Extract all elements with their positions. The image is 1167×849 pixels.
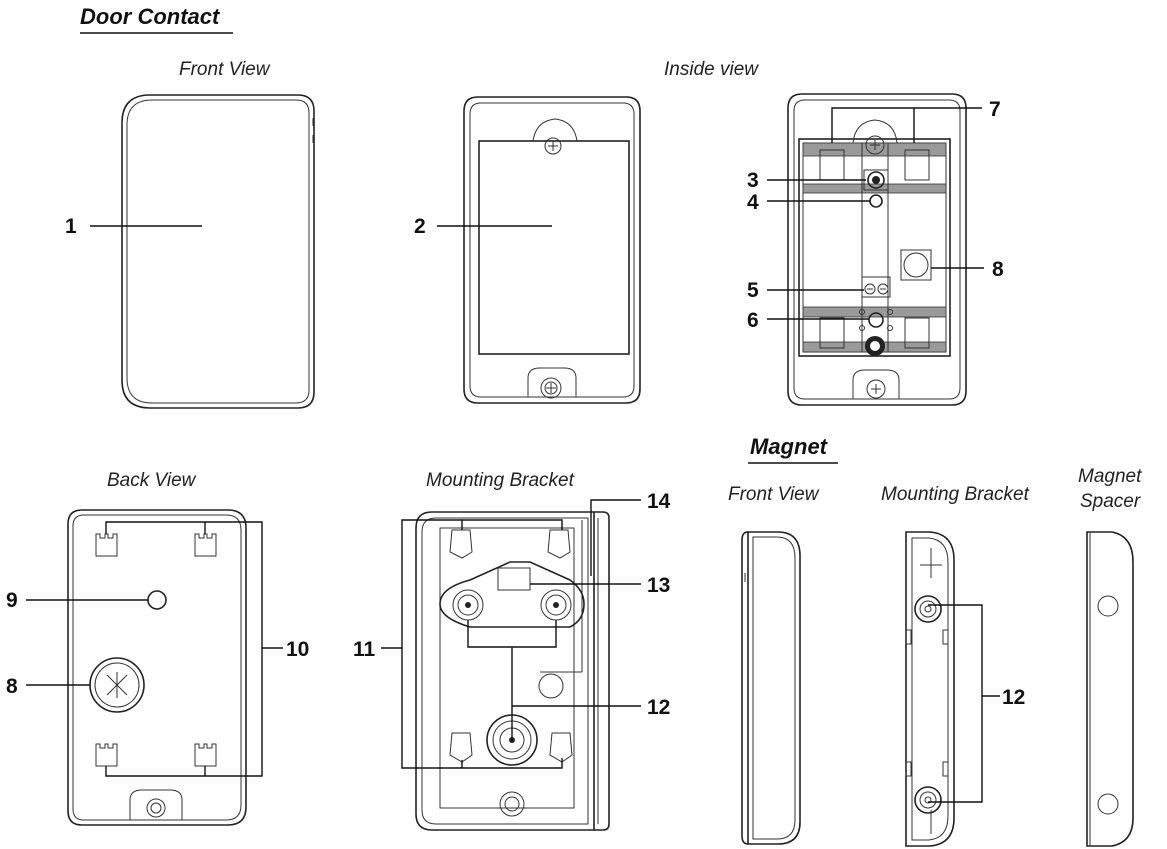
inside-view-title: Inside view	[664, 59, 759, 80]
magnet-mounting-bracket-title: Mounting Bracket	[881, 484, 1030, 505]
magnet-heading: Magnet	[750, 434, 829, 459]
magnet-front-view-title: Front View	[728, 484, 820, 505]
callout-12-bracket: 12	[647, 696, 670, 719]
magnet-front-view-drawing	[741, 531, 801, 845]
callout-2: 2	[414, 215, 426, 238]
inside-base-drawing	[787, 93, 982, 406]
door-contact-heading: Door Contact	[80, 4, 221, 29]
magnet-spacer-title-line2: Spacer	[1080, 491, 1141, 512]
callout-1: 1	[65, 215, 77, 238]
magnet-spacer-title-line1: Magnet	[1078, 466, 1142, 487]
magnet-spacer-drawing	[1086, 531, 1134, 847]
callout-11: 11	[353, 638, 376, 661]
magnet-mounting-bracket-drawing	[905, 531, 1000, 847]
front-view-drawing	[121, 94, 315, 409]
callout-5: 5	[747, 279, 759, 302]
inside-cover-drawing	[463, 96, 641, 404]
callout-8-inside: 8	[992, 258, 1004, 281]
callout-4: 4	[747, 191, 759, 214]
callout-8-back: 8	[6, 675, 18, 698]
callout-7: 7	[989, 98, 1001, 121]
back-view-drawing	[67, 509, 283, 826]
callout-6: 6	[747, 309, 759, 332]
callout-10: 10	[286, 638, 309, 661]
callout-9: 9	[6, 589, 18, 612]
callout-13: 13	[647, 574, 670, 597]
callout-12-magnet: 12	[1002, 686, 1025, 709]
front-view-title: Front View	[179, 59, 271, 80]
mounting-bracket-drawing	[381, 499, 641, 831]
mounting-bracket-title: Mounting Bracket	[426, 470, 575, 491]
back-view-title: Back View	[107, 470, 197, 491]
leader-lines	[26, 179, 984, 686]
callout-14: 14	[647, 490, 671, 513]
callout-3: 3	[747, 169, 759, 192]
